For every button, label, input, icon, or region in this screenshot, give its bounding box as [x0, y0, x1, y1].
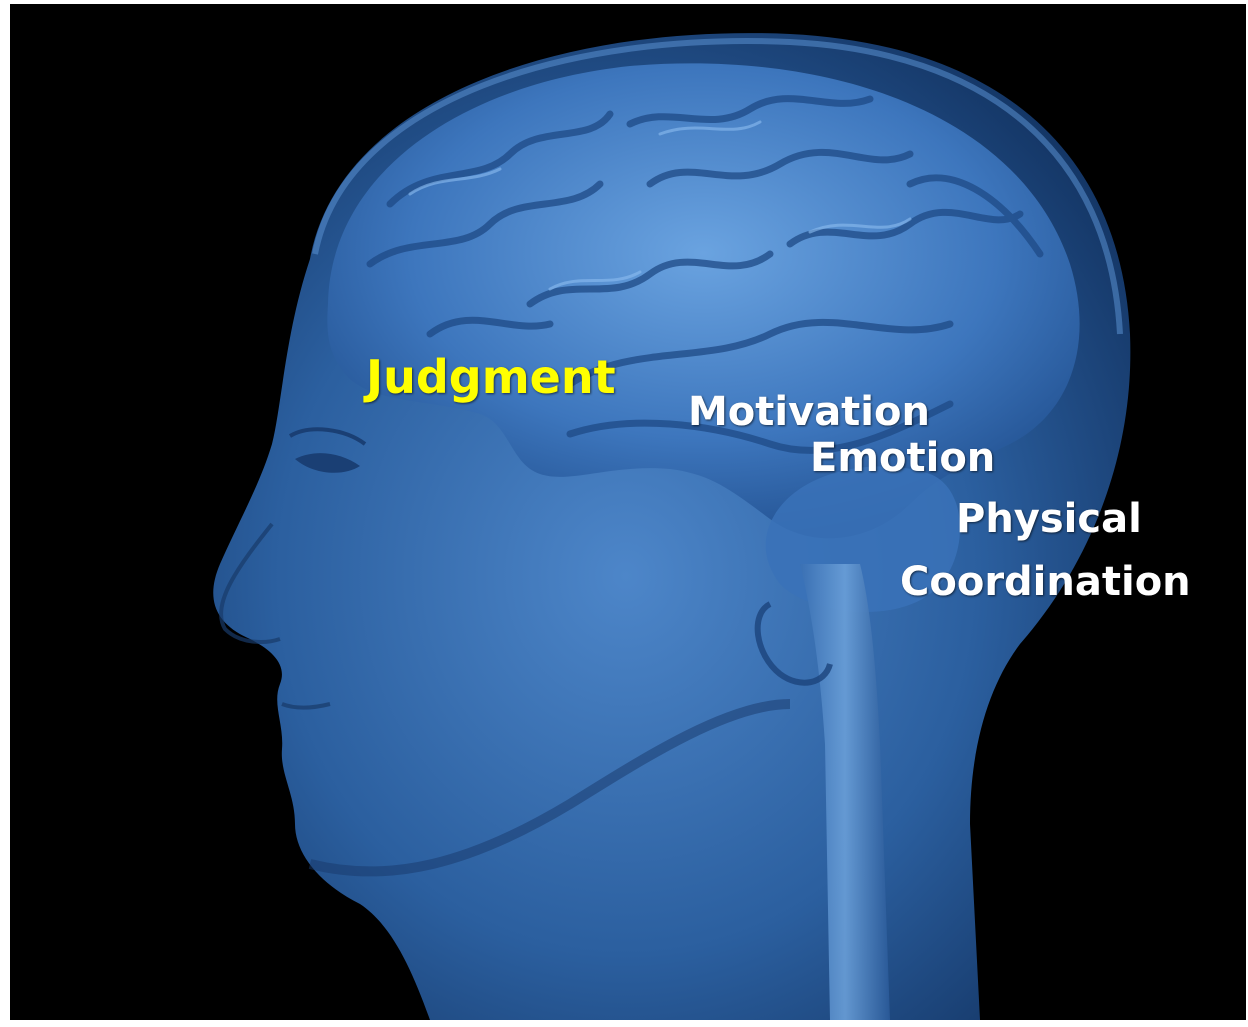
- label-judgment: Judgment: [366, 354, 616, 400]
- brain-illustration-scene: Judgment Motivation Emotion Physical Coo…: [10, 4, 1246, 1020]
- label-motivation: Motivation: [688, 392, 930, 432]
- label-physical: Physical: [956, 499, 1142, 539]
- label-coordination: Coordination: [900, 562, 1191, 602]
- label-emotion: Emotion: [810, 438, 995, 478]
